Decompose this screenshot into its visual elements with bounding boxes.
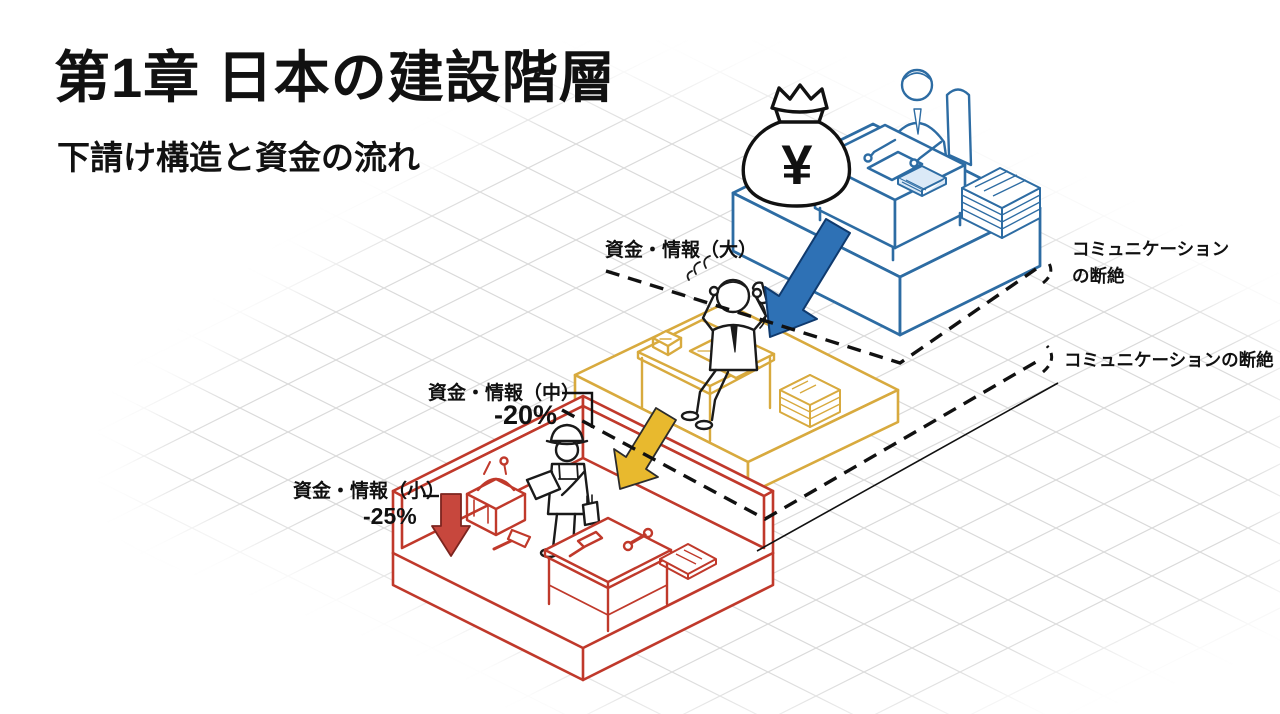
stressed-worker-illustration [680, 255, 769, 431]
office-chair [945, 88, 973, 167]
stress-marks [686, 255, 711, 281]
toolbox-icon [465, 456, 527, 537]
flow-label-medium: 資金・情報（中） [428, 383, 581, 404]
flow-medium-connector [562, 391, 594, 428]
businessman-arms [863, 138, 943, 168]
communication-break-label-top-line2: の断絶 [1072, 266, 1125, 287]
fax-machine-icon [651, 329, 683, 357]
communication-break-dashed-line-top [605, 267, 1037, 365]
paper-on-desk [866, 150, 924, 182]
communication-break-dashed-line-bottom [561, 360, 1037, 521]
flow-arrow-medium [613, 407, 677, 490]
head [715, 278, 751, 314]
flow-label-small: 資金・情報（小） [293, 481, 446, 502]
hammer-icon [492, 528, 532, 551]
flow-label-large: 資金・情報（大） [605, 240, 758, 261]
page-subtitle: 下請け構造と資金の流れ [57, 139, 420, 176]
flow-arrow-small [431, 493, 471, 557]
blueprint-paper [525, 469, 562, 501]
tie [730, 325, 738, 353]
communication-break-lines [561, 258, 1059, 552]
wrench-icon [622, 527, 654, 552]
flow-small-percent: -25% [363, 503, 417, 529]
paper-stack-top-icon [961, 167, 1041, 239]
head [554, 437, 580, 463]
dash-arc-top [1042, 258, 1053, 285]
hard-hat-icon [549, 423, 585, 443]
dash-arc-bottom [1041, 345, 1054, 374]
communication-break-label-top: コミュニケーション の断絶 [1072, 236, 1229, 290]
head [900, 68, 934, 102]
construction-worker-illustration [525, 423, 601, 561]
workbench-illustration [543, 516, 673, 633]
mallet-icon [568, 530, 604, 558]
communication-break-label-bottom: コミュニケーションの断絶 [1064, 350, 1274, 370]
label-connectors [423, 391, 594, 498]
tier-gap-solid-line [756, 382, 1059, 552]
paper-stack-middle-icon [779, 374, 841, 428]
yen-symbol: ¥ [781, 133, 812, 196]
tool-pouch [581, 500, 601, 527]
book-on-desk-icon [897, 165, 947, 197]
flow-medium-percent: -20% [494, 400, 558, 430]
tie [913, 108, 922, 135]
communication-break-label-top-line1: コミュニケーション [1072, 239, 1230, 259]
money-bag-icon: ¥ [741, 83, 852, 208]
document-icon [659, 543, 717, 580]
torso [708, 323, 759, 372]
page-title: 第1章 日本の建設階層 [54, 46, 616, 109]
